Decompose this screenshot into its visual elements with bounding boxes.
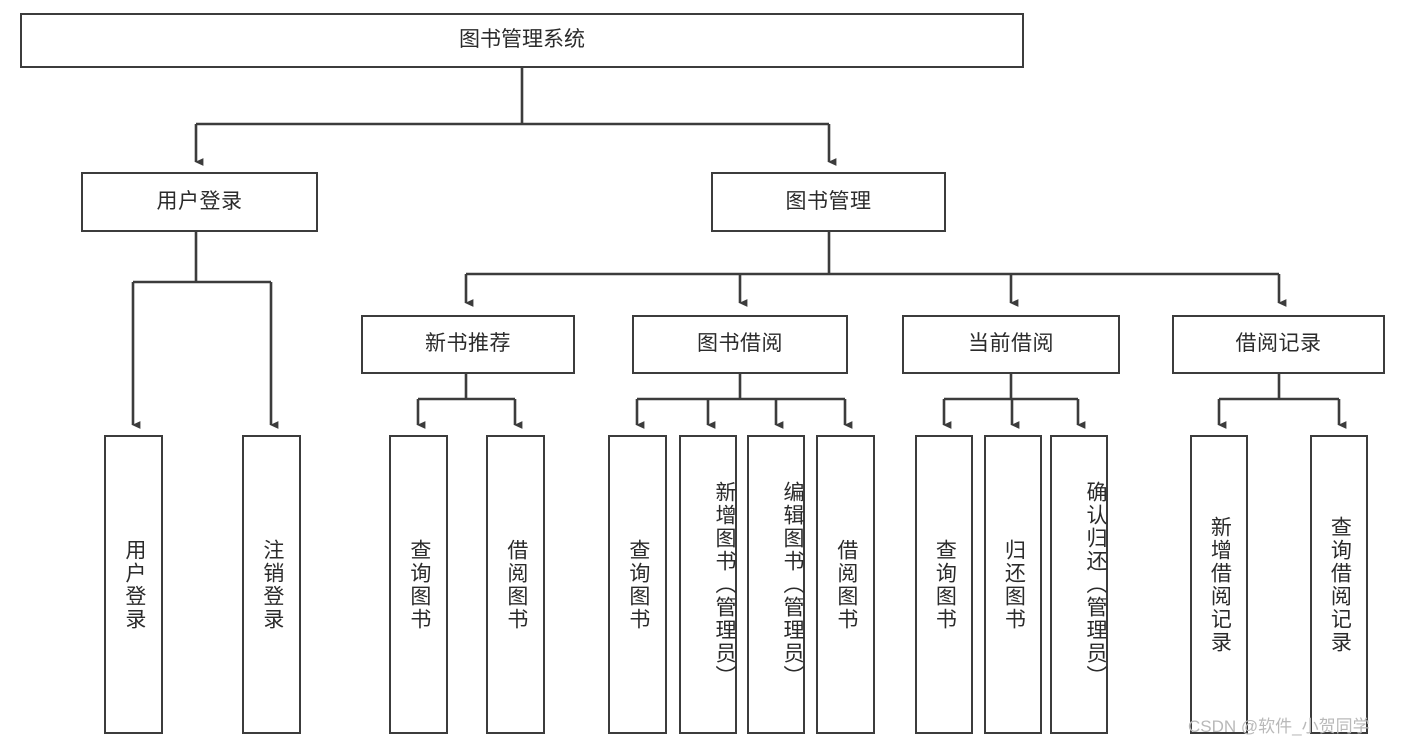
leaf-add-book-admin[interactable]: 新增图书（管理员） xyxy=(679,435,737,734)
leaf-borrow-book[interactable]: 借阅图书 xyxy=(816,435,875,734)
watermark-csdn: CSDN @软件_小贺同学 xyxy=(1188,717,1370,736)
node-current-borrow[interactable]: 当前借阅 xyxy=(902,315,1120,374)
node-borrow-record[interactable]: 借阅记录 xyxy=(1172,315,1385,374)
node-user-login[interactable]: 用户登录 xyxy=(81,172,318,232)
node-book-management[interactable]: 图书管理 xyxy=(711,172,946,232)
leaf-edit-book-admin[interactable]: 编辑图书（管理员） xyxy=(747,435,805,734)
leaf-return-book[interactable]: 归还图书 xyxy=(984,435,1042,734)
node-book-borrow[interactable]: 图书借阅 xyxy=(632,315,848,374)
leaf-confirm-return-admin[interactable]: 确认归还（管理员） xyxy=(1050,435,1108,734)
leaf-query-book-recommend[interactable]: 查询图书 xyxy=(389,435,448,734)
leaf-query-book-current[interactable]: 查询图书 xyxy=(915,435,973,734)
leaf-borrow-book-recommend[interactable]: 借阅图书 xyxy=(486,435,545,734)
leaf-logout[interactable]: 注销登录 xyxy=(242,435,301,734)
node-new-book-recommend[interactable]: 新书推荐 xyxy=(361,315,575,374)
leaf-query-borrow-record[interactable]: 查询借阅记录 xyxy=(1310,435,1368,734)
leaf-user-login[interactable]: 用户登录 xyxy=(104,435,163,734)
leaf-add-borrow-record[interactable]: 新增借阅记录 xyxy=(1190,435,1248,734)
node-root-system[interactable]: 图书管理系统 xyxy=(20,13,1024,68)
leaf-query-book-borrow[interactable]: 查询图书 xyxy=(608,435,667,734)
